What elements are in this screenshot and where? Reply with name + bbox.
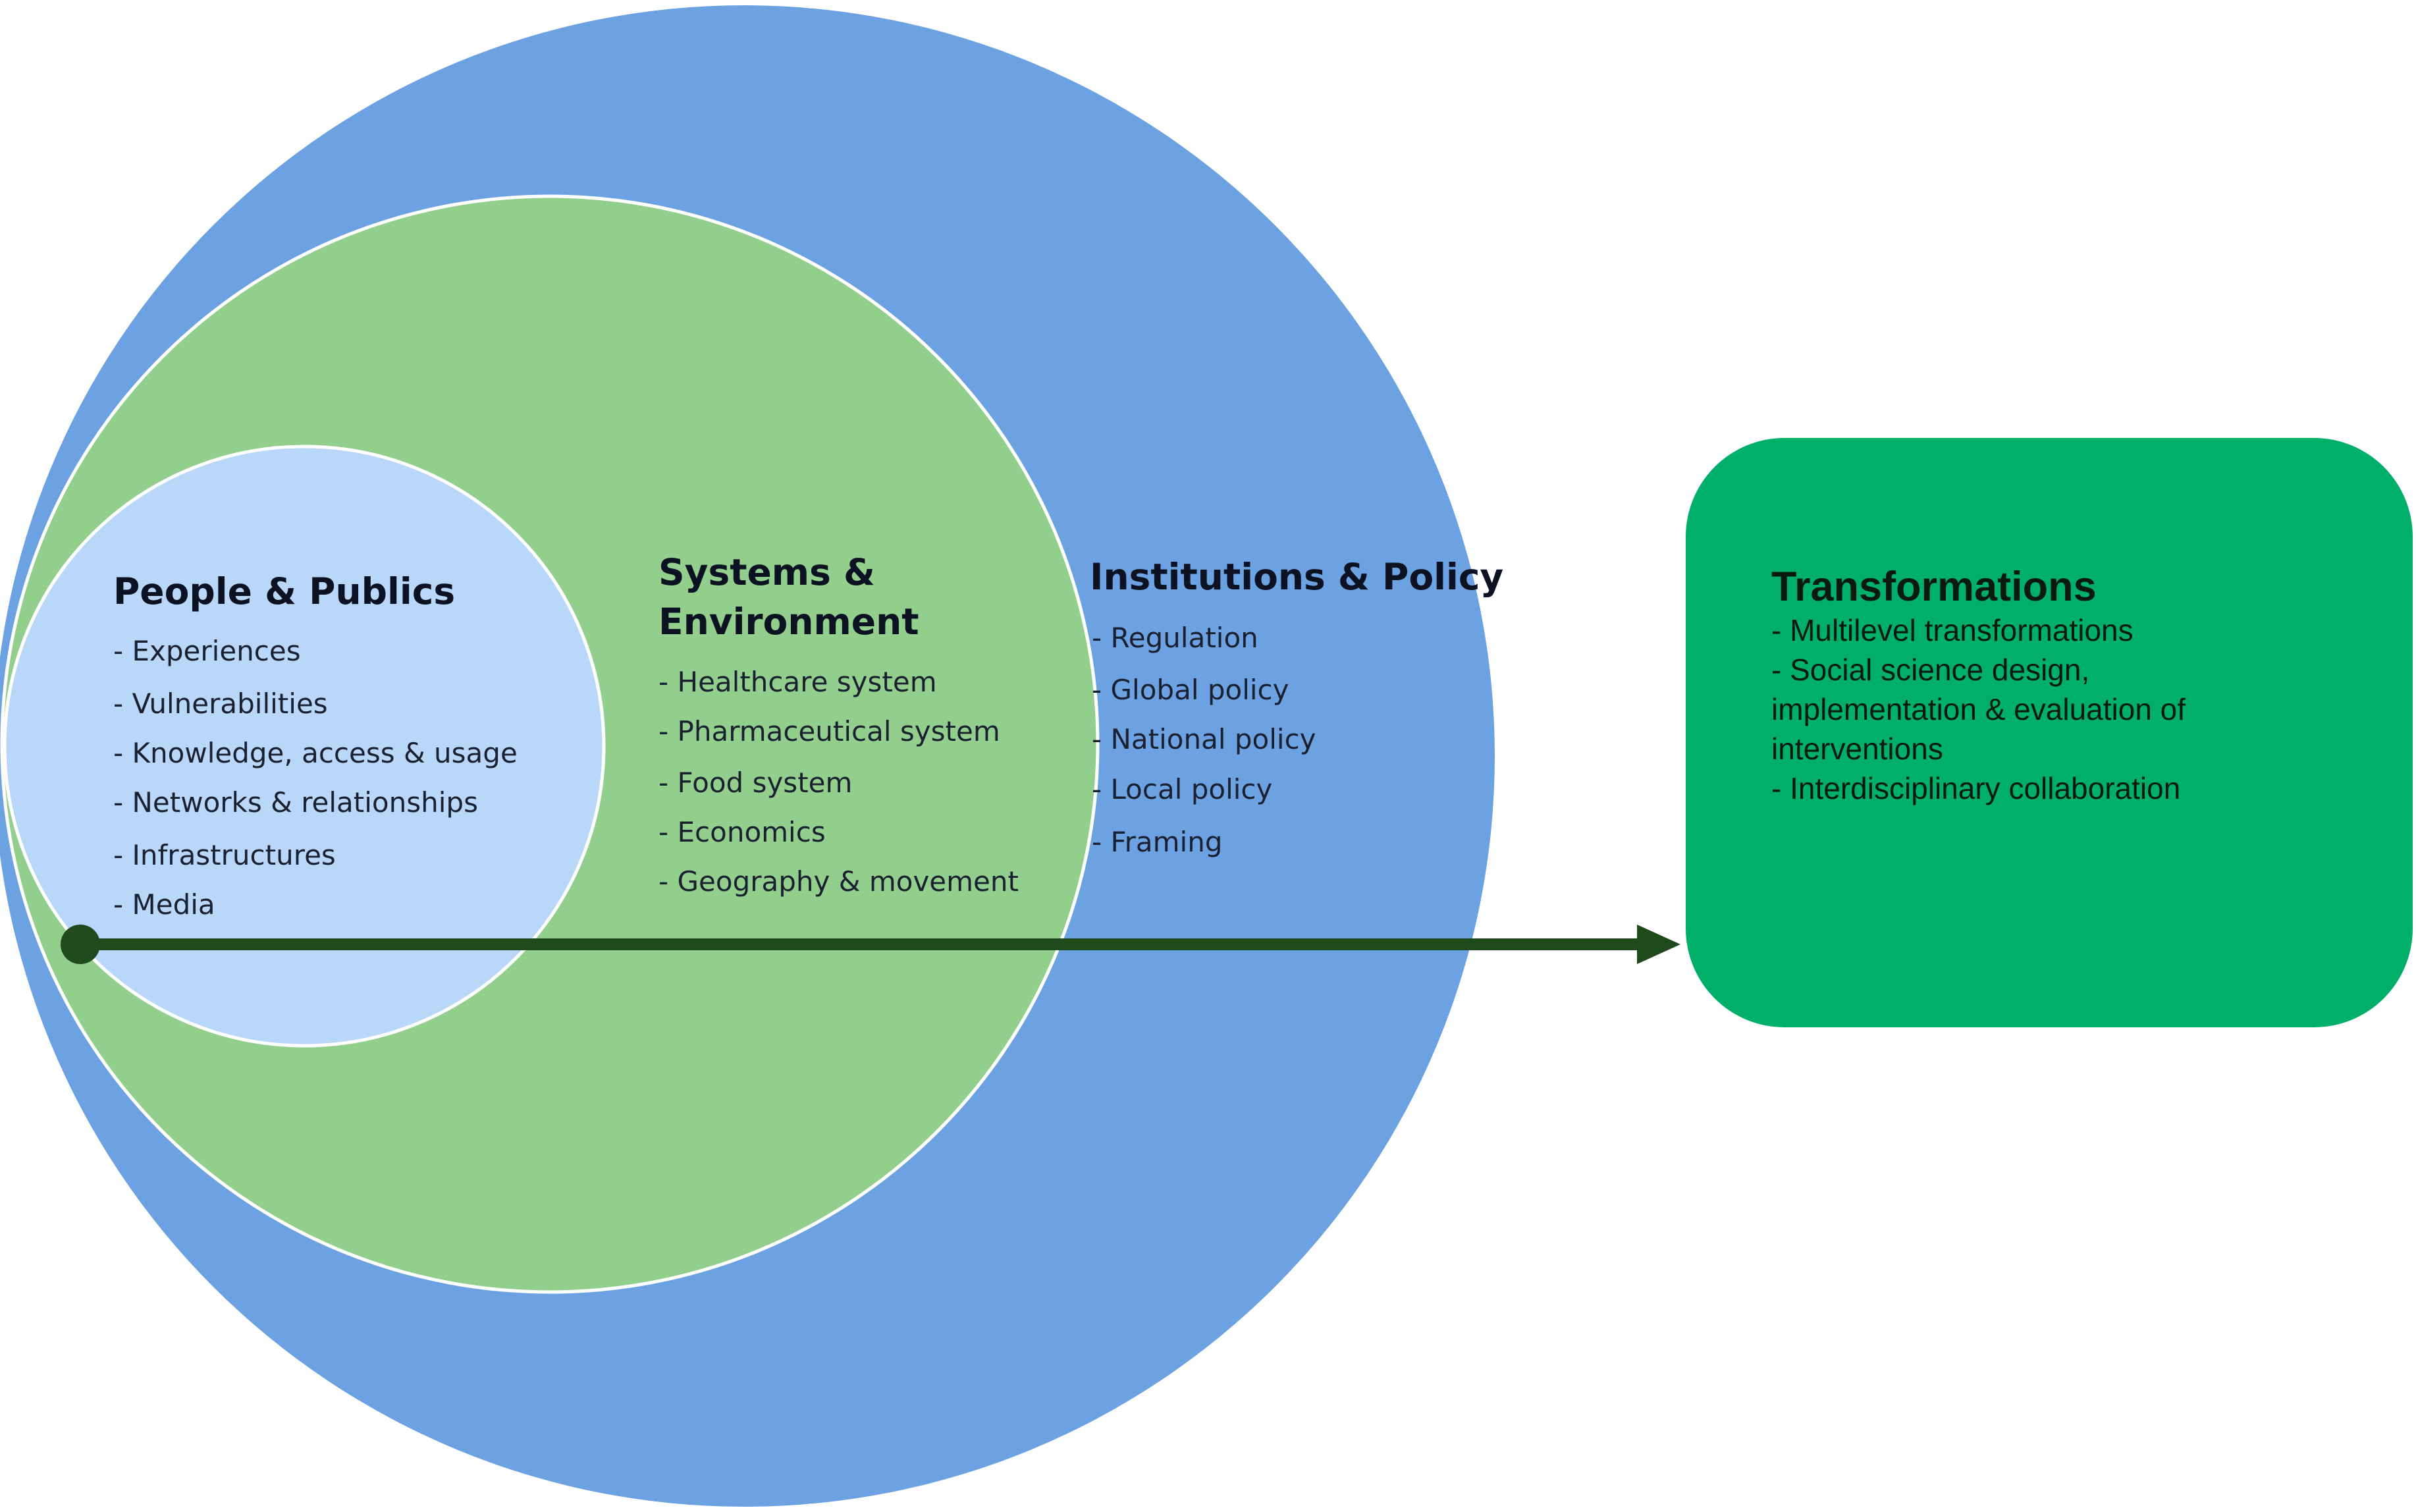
list-item: - Pharmaceutical system (658, 715, 1000, 747)
transformations-lines: - Multilevel transformations - Social sc… (1771, 613, 2186, 805)
list-item: - Networks & relationships (113, 786, 478, 819)
list-item: - Media (113, 888, 215, 921)
transformations-box (1686, 438, 2413, 1027)
arrow-origin-dot (61, 925, 100, 964)
list-item: - Global policy (1092, 674, 1289, 706)
list-item: - Knowledge, access & usage (113, 737, 518, 769)
people-title: People & Publics (113, 570, 455, 612)
list-item: - Social science design, (1771, 653, 2089, 687)
list-item: - Experiences (113, 635, 301, 667)
list-item: - Framing (1092, 826, 1222, 858)
systems-title-line1: Systems & (658, 551, 875, 593)
list-item: - National policy (1092, 723, 1316, 755)
institutions-title: Institutions & Policy (1090, 556, 1503, 598)
people-circle (3, 445, 606, 1048)
list-item: - Regulation (1092, 622, 1258, 654)
arrow-head (1637, 925, 1680, 964)
list-item: - Infrastructures (113, 839, 336, 871)
list-item: - Multilevel transformations (1771, 613, 2134, 647)
list-item: implementation & evaluation of (1771, 692, 2186, 726)
list-item: - Food system (658, 767, 852, 799)
list-item: interventions (1771, 732, 1943, 766)
people-items: - Experiences - Vulnerabilities - Knowle… (113, 635, 518, 921)
systems-title-line2: Environment (658, 601, 919, 643)
systems-items: - Healthcare system - Pharmaceutical sys… (658, 666, 1019, 898)
list-item: - Interdisciplinary collaboration (1771, 771, 2180, 805)
list-item: - Vulnerabilities (113, 688, 328, 720)
list-item: - Economics (658, 816, 826, 848)
transformations-title: Transformations (1771, 564, 2097, 610)
list-item: - Geography & movement (658, 865, 1019, 898)
list-item: - Local policy (1092, 773, 1272, 805)
list-item: - Healthcare system (658, 666, 937, 698)
institutions-items: - Regulation - Global policy - National … (1092, 622, 1316, 858)
